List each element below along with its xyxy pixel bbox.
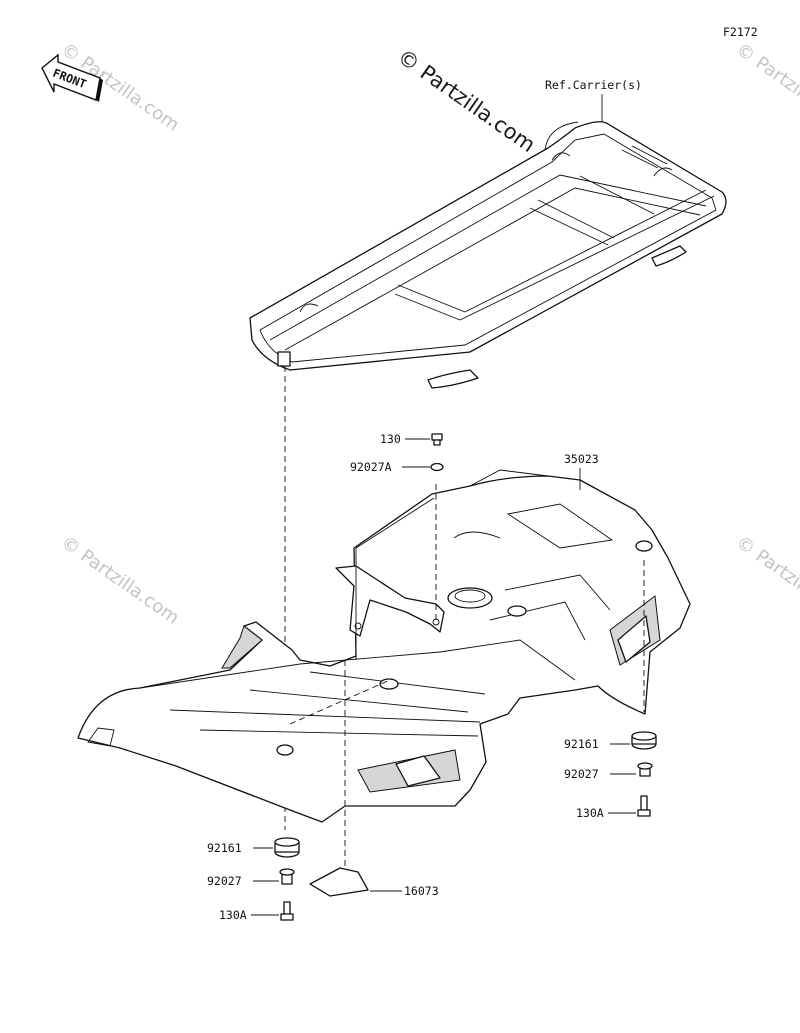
assembly-line-diag	[289, 679, 391, 725]
callout-92027-right: 92027	[564, 767, 599, 781]
callout-130A-left: 130A	[219, 908, 247, 922]
washer-92027A	[430, 462, 444, 472]
callout-92027A: 92027A	[350, 460, 392, 474]
collar-92027-right	[637, 762, 653, 777]
watermark-mid-left: © Partzilla.com	[57, 532, 183, 629]
callout-92161-left: 92161	[207, 841, 242, 855]
figure-code: F2172	[723, 25, 758, 39]
rear-fender	[77, 469, 691, 823]
bolt-130-top	[431, 433, 443, 446]
bolt-130A-left	[280, 901, 294, 921]
callout-130: 130	[380, 432, 401, 446]
watermark-mid-right: © Partzilla.com	[732, 532, 800, 629]
grommet-92161-right	[631, 731, 657, 750]
collar-92027-left	[279, 868, 295, 885]
grommet-92161-left	[274, 837, 300, 858]
callout-92161-right: 92161	[564, 737, 599, 751]
callout-35023: 35023	[564, 452, 599, 466]
carrier-rack	[249, 121, 727, 389]
flap-16073	[309, 867, 369, 897]
bolt-130A-right	[637, 795, 651, 817]
callout-130A-right: 130A	[576, 806, 604, 820]
watermark-top-right: © Partzilla.com	[732, 39, 800, 136]
callout-16073: 16073	[404, 884, 439, 898]
watermark-main: © Partzilla.com	[393, 44, 540, 157]
callout-ref-carrier: Ref.Carrier(s)	[545, 78, 642, 92]
callout-92027-left: 92027	[207, 874, 242, 888]
